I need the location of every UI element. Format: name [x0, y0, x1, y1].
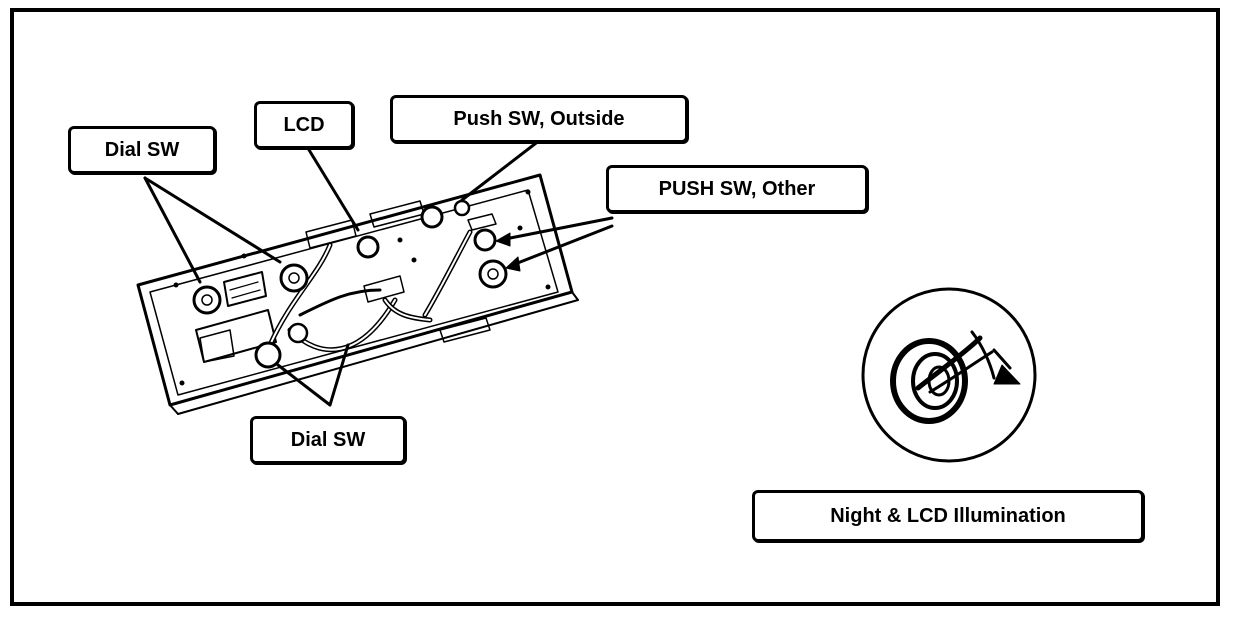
illumination-bulb-detail	[861, 287, 1037, 463]
push-sw-other-label: PUSH SW, Other	[606, 165, 868, 213]
push-switch-knobs	[356, 199, 508, 289]
dial-sw-top-label: Dial SW	[68, 126, 216, 174]
leader-lines[interactable]	[143, 138, 542, 407]
arrow-head-upper	[495, 232, 511, 247]
night-lcd-illumination-label: Night & LCD Illumination	[752, 490, 1144, 542]
push-sw-other-arrows	[498, 216, 614, 268]
push-sw-outside-label: Push SW, Outside	[390, 95, 688, 143]
dial-sw-bottom-label: Dial SW	[250, 416, 406, 464]
dial-switch-knobs	[192, 263, 309, 369]
lcd-label: LCD	[254, 101, 354, 149]
arrow-head-lower	[505, 256, 521, 272]
